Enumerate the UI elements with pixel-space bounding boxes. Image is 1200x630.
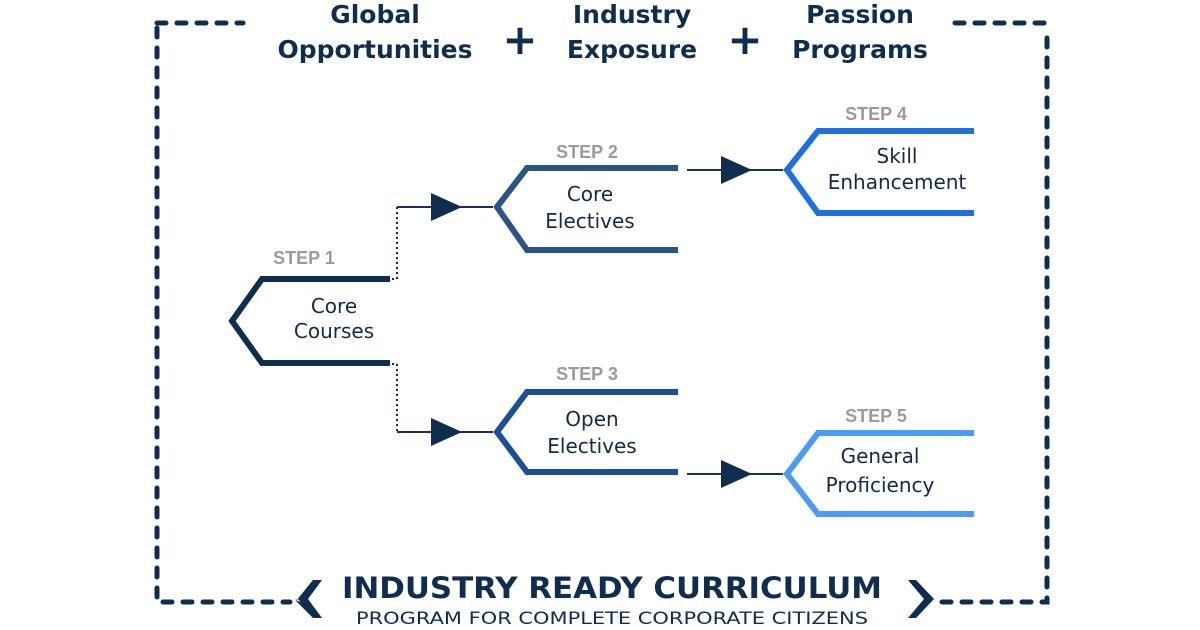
step-3-node: STEP 3 Open Electives [493, 364, 678, 475]
chevron-left-icon [298, 580, 322, 618]
step-bracket [493, 165, 678, 253]
step-label: STEP 3 [556, 364, 618, 384]
step-title-line2: Enhancement [828, 170, 967, 194]
footer-title: INDUSTRY READY CURRICULUM [342, 571, 882, 605]
arrow-head-icon [431, 193, 462, 221]
connector-step1-to-step2 [392, 207, 398, 280]
frame-left [154, 25, 293, 605]
pillar-passion-line2: Programs [792, 35, 928, 64]
footer: INDUSTRY READY CURRICULUM PROGRAM FOR CO… [295, 571, 934, 629]
arrow-head-icon [721, 460, 752, 488]
pillar-global-line1: Global [330, 0, 420, 29]
footer-subtitle: PROGRAM FOR COMPLETE CORPORATE CITIZENS [356, 609, 868, 629]
frame-top-right [952, 20, 1050, 31]
step-title-line2: Proficiency [826, 473, 935, 497]
dashed-frame [154, 20, 1050, 605]
step-5-node: STEP 5 General Proficiency [783, 406, 974, 517]
pillar-industry-line2: Exposure [567, 35, 697, 64]
arrow-head-icon [721, 156, 752, 184]
step-bracket [783, 430, 974, 517]
step-label: STEP 5 [845, 406, 907, 426]
chevron-left-icon [295, 580, 320, 618]
step-bracket [783, 128, 974, 216]
step-1-node: STEP 1 Core Courses [228, 248, 390, 366]
pillar-passion-line1: Passion [806, 0, 914, 29]
step-title-line1: Core [567, 182, 613, 206]
step-title-line1: Open [565, 407, 618, 431]
step-2-node: STEP 2 Core Electives [493, 142, 678, 253]
frame-right [937, 35, 1050, 605]
chevron-right-icon [908, 580, 934, 618]
pillar-global-line2: Opportunities [277, 35, 472, 64]
step-label: STEP 2 [556, 142, 618, 162]
step-title-line2: Courses [294, 319, 374, 343]
plus-sign: + [727, 15, 762, 64]
step-bracket [228, 276, 390, 366]
step-title-line1: General [841, 444, 920, 468]
step-title-line1: Core [311, 294, 357, 318]
step-label: STEP 1 [273, 248, 335, 268]
connector-step1-to-step3 [392, 363, 398, 432]
plus-sign: + [502, 15, 537, 64]
header: Global Opportunities + Industry Exposure… [277, 0, 927, 64]
arrow-head-icon [431, 418, 462, 446]
connectors [392, 156, 783, 488]
step-label: STEP 4 [845, 104, 907, 124]
step-bracket [493, 389, 678, 475]
step-4-node: STEP 4 Skill Enhancement [783, 104, 974, 216]
pillar-industry-line1: Industry [573, 0, 691, 29]
step-title-line1: Skill [877, 144, 918, 168]
step-title-line2: Electives [547, 434, 636, 458]
step-title-line2: Electives [545, 209, 634, 233]
